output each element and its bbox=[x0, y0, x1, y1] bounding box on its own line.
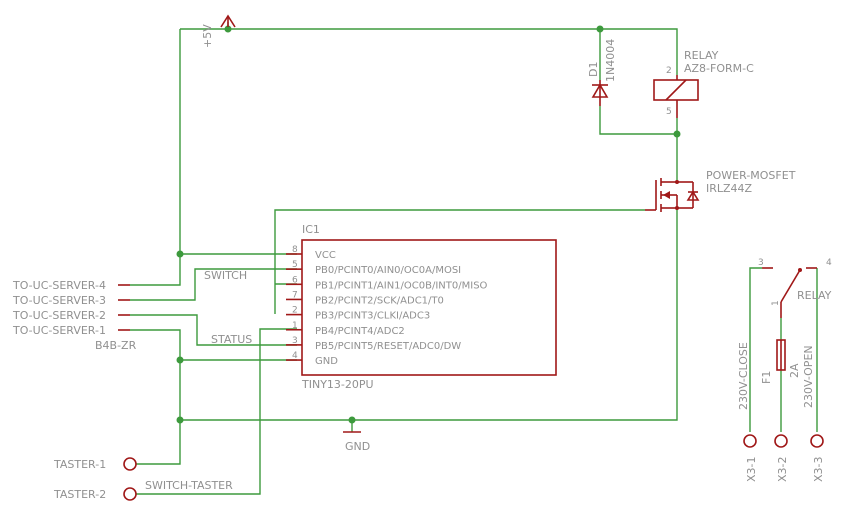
taster-2-label: TASTER-2 bbox=[53, 488, 106, 501]
wires bbox=[130, 22, 818, 495]
x3-3-terminal bbox=[810, 434, 824, 448]
ic-pin-label: GND bbox=[315, 356, 338, 367]
ic-value: TINY13-20PU bbox=[301, 378, 374, 391]
ic-pin-number: 3 bbox=[292, 336, 298, 346]
mosfet: POWER-MOSFET IRLZ44Z bbox=[645, 169, 796, 212]
junction-dot bbox=[673, 130, 681, 138]
ic-pin-label: PB0/PCINT0/AIN0/OC0A/MOSI bbox=[315, 265, 461, 276]
ic-pin-number: 6 bbox=[292, 275, 298, 285]
x3-1-terminal bbox=[743, 434, 757, 448]
relay-name: RELAY bbox=[684, 49, 719, 62]
ic-pin-label: PB4/PCINT4/ADC2 bbox=[315, 326, 405, 337]
net-label-status: STATUS bbox=[211, 333, 252, 346]
server4-wire bbox=[130, 254, 181, 286]
x3-2-label: X3-2 bbox=[776, 456, 789, 482]
vcc-wire-left bbox=[179, 29, 297, 255]
gate-wire bbox=[274, 209, 645, 314]
connector-b4b: TO-UC-SERVER-4TO-UC-SERVER-3TO-UC-SERVER… bbox=[12, 279, 137, 352]
diode-value: 1N4004 bbox=[604, 39, 617, 82]
gnd-symbol: GND bbox=[343, 431, 370, 453]
relay-pin-4: 4 bbox=[826, 258, 832, 268]
ic-name: IC1 bbox=[302, 223, 320, 236]
ic-pin-number: 7 bbox=[292, 290, 298, 300]
junctions bbox=[176, 25, 681, 424]
ic-pin-number: 2 bbox=[292, 306, 298, 316]
diode-return-wire bbox=[599, 106, 677, 135]
junction-dot bbox=[348, 416, 356, 424]
switch-taster-wire bbox=[136, 328, 297, 495]
status-wire bbox=[130, 314, 297, 346]
diode-d1: D1 1N4004 bbox=[587, 39, 617, 106]
ic-pin-number: 4 bbox=[292, 351, 298, 361]
fuse-name: F1 bbox=[760, 371, 773, 384]
b4b-pin-label: TO-UC-SERVER-1 bbox=[12, 324, 106, 337]
ic-pin-label: PB3/PCINT3/CLKI/ADC3 bbox=[315, 311, 430, 322]
b4b-pin-label: TO-UC-SERVER-2 bbox=[12, 309, 106, 322]
junction-dot bbox=[176, 416, 184, 424]
gnd-label: GND bbox=[345, 440, 370, 453]
fuse-f1: F1 2A bbox=[760, 339, 801, 384]
mosfet-value: IRLZ44Z bbox=[706, 182, 753, 195]
relay-contact: 3 4 1 RELAY bbox=[758, 258, 832, 318]
diode-name: D1 bbox=[587, 62, 600, 77]
close-label: 230V-CLOSE bbox=[737, 342, 750, 410]
taster-1-label: TASTER-1 bbox=[53, 458, 106, 471]
open-label: 230V-OPEN bbox=[802, 345, 815, 408]
x3-2-terminal bbox=[774, 434, 788, 448]
b4b-name: B4B-ZR bbox=[95, 339, 137, 352]
net-label-switch-taster: SWITCH-TASTER bbox=[145, 479, 233, 492]
relay-value: AZ8-FORM-C bbox=[684, 62, 754, 75]
relay-coil: 2 5 RELAY AZ8-FORM-C bbox=[653, 49, 754, 118]
server1-wire bbox=[130, 329, 297, 361]
ic-pin-number: 8 bbox=[292, 245, 298, 255]
switch-wire bbox=[130, 268, 297, 301]
x3-3-label: X3-3 bbox=[812, 456, 825, 482]
ic-pin-label: PB1/PCINT1/AIN1/OC0B/INT0/MISO bbox=[315, 280, 488, 291]
x3-terminals: X3-1 X3-2 X3-3 bbox=[743, 434, 825, 482]
gnd-bus bbox=[180, 208, 678, 421]
relay-pin-5: 5 bbox=[666, 107, 672, 117]
junction-dot bbox=[224, 25, 232, 33]
junction-dot bbox=[596, 25, 604, 33]
ic-pin-label: PB2/PCINT2/SCK/ADC1/T0 bbox=[315, 295, 444, 306]
relay-pin-3: 3 bbox=[758, 258, 764, 268]
taster-1-terminal bbox=[123, 457, 137, 471]
b4b-pin-label: TO-UC-SERVER-4 bbox=[12, 279, 106, 292]
relay-contact-label: RELAY bbox=[797, 289, 832, 302]
junction-dot bbox=[176, 356, 184, 364]
b4b-pin-label: TO-UC-SERVER-3 bbox=[12, 294, 106, 307]
vcc-label: +5V bbox=[201, 24, 214, 48]
ic-pin-number: 5 bbox=[292, 260, 298, 270]
taster-connector: TASTER-1 TASTER-2 bbox=[53, 457, 137, 501]
vcc-wire-relay bbox=[600, 28, 678, 75]
ic-pin-label: VCC bbox=[315, 250, 336, 261]
relay-pin-2: 2 bbox=[666, 66, 672, 76]
mosfet-name: POWER-MOSFET bbox=[706, 169, 796, 182]
ic-pin-label: PB5/PCINT5/RESET/ADC0/DW bbox=[315, 341, 461, 352]
x3-1-label: X3-1 bbox=[745, 456, 758, 482]
junction-dot bbox=[176, 250, 184, 258]
close-wire bbox=[749, 267, 762, 432]
vcc-symbol: +5V bbox=[201, 14, 236, 48]
taster1-wire bbox=[136, 360, 181, 465]
ic-pin-number: 1 bbox=[292, 321, 298, 331]
net-label-switch: SWITCH bbox=[204, 269, 247, 282]
vcc-wire-top bbox=[180, 28, 601, 80]
taster-2-terminal bbox=[123, 487, 137, 501]
relay-pin-1: 1 bbox=[771, 300, 781, 306]
fuse-value: 2A bbox=[788, 363, 801, 378]
